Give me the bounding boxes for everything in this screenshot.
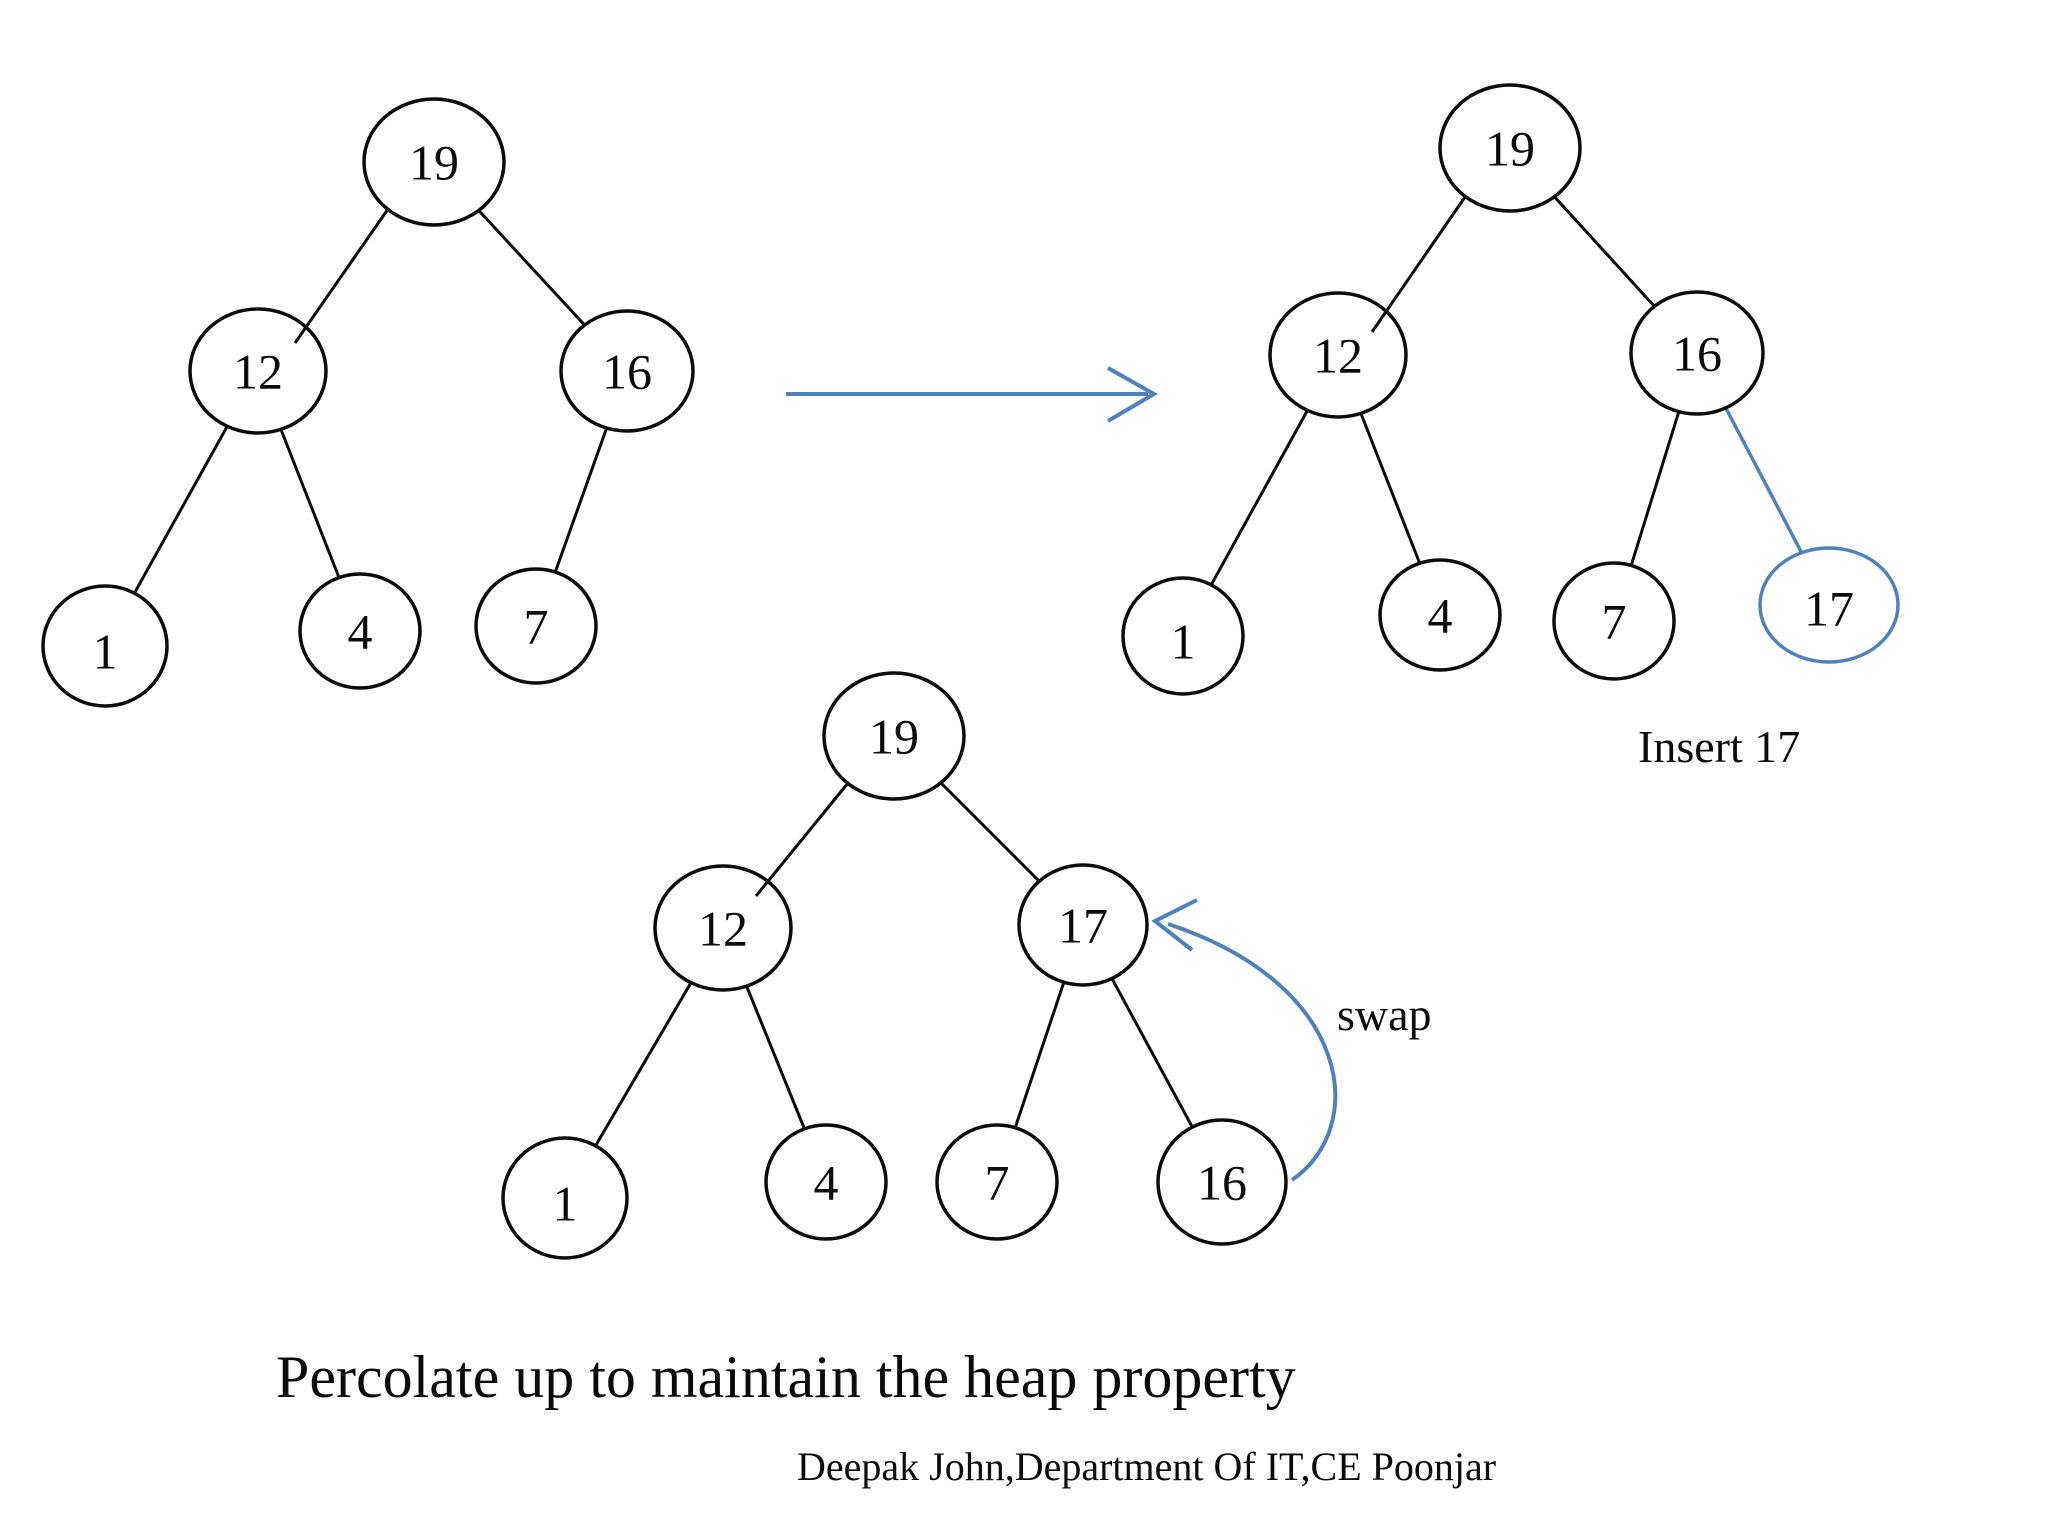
node-circle-17 bbox=[1017, 863, 1149, 987]
node-label: 4 bbox=[348, 604, 373, 660]
tree-initial: 19 12 16 1 4 7 bbox=[41, 97, 695, 708]
node-label: 4 bbox=[814, 1155, 839, 1211]
swap-arrow-head-icon bbox=[1151, 898, 1198, 952]
tree-after-swap: 19 12 17 1 4 7 16 swap bbox=[501, 671, 1432, 1260]
edge-19-12 bbox=[293, 208, 390, 344]
slide-caption: Percolate up to maintain the heap proper… bbox=[276, 1344, 1296, 1410]
node-circle-12 bbox=[1268, 291, 1408, 419]
node-label: 19 bbox=[1485, 121, 1535, 177]
node-label: 1 bbox=[553, 1176, 578, 1232]
node-label: 1 bbox=[1171, 614, 1196, 670]
node-circle-7 bbox=[1552, 561, 1676, 681]
edge-19-12 bbox=[1370, 196, 1467, 333]
tree-after-insert: 19 12 16 1 4 7 17 Insert 17 bbox=[1121, 83, 1900, 772]
node-circle-16 bbox=[1156, 1118, 1288, 1246]
node-label: 4 bbox=[1428, 588, 1453, 644]
node-label: 16 bbox=[602, 344, 652, 400]
node-circle-12 bbox=[188, 307, 328, 435]
slide-footer: Deepak John,Department Of IT,CE Poonjar bbox=[797, 1444, 1496, 1489]
node-label: 12 bbox=[698, 901, 748, 957]
node-label: 19 bbox=[869, 709, 919, 765]
node-circle-19 bbox=[1438, 83, 1582, 213]
node-circle-4 bbox=[298, 572, 422, 690]
node-circle-16 bbox=[1629, 290, 1765, 416]
node-label: 7 bbox=[524, 599, 549, 655]
node-label: 1 bbox=[93, 624, 118, 680]
insert-annotation: Insert 17 bbox=[1638, 721, 1800, 772]
arrow-head-icon bbox=[1106, 366, 1159, 423]
node-circle-1 bbox=[501, 1136, 629, 1260]
transition-arrow bbox=[786, 366, 1159, 423]
node-label: 17 bbox=[1804, 581, 1854, 637]
node-circle-19 bbox=[822, 671, 966, 801]
node-label: 7 bbox=[985, 1155, 1010, 1211]
node-circle-17-inserted bbox=[1758, 546, 1900, 664]
node-circle-1 bbox=[1121, 576, 1245, 696]
node-circle-4 bbox=[1378, 558, 1502, 672]
node-circle-7 bbox=[935, 1123, 1059, 1241]
swap-arrow-curve bbox=[1167, 922, 1338, 1182]
node-label: 16 bbox=[1197, 1155, 1247, 1211]
node-label: 12 bbox=[1313, 328, 1363, 384]
edge-19-12 bbox=[754, 782, 850, 897]
node-label: 12 bbox=[233, 344, 283, 400]
node-circle-1 bbox=[41, 584, 169, 708]
node-circle-7 bbox=[474, 567, 598, 685]
node-label: 7 bbox=[1602, 594, 1627, 650]
node-label: 17 bbox=[1058, 898, 1108, 954]
node-circle-12 bbox=[653, 864, 793, 992]
node-circle-16 bbox=[559, 309, 695, 433]
node-label: 19 bbox=[409, 135, 459, 191]
node-label: 16 bbox=[1672, 326, 1722, 382]
node-circle-4 bbox=[764, 1123, 888, 1241]
swap-annotation: swap bbox=[1337, 989, 1432, 1040]
node-circle-19 bbox=[362, 97, 506, 227]
swap-arrow bbox=[1151, 898, 1338, 1182]
